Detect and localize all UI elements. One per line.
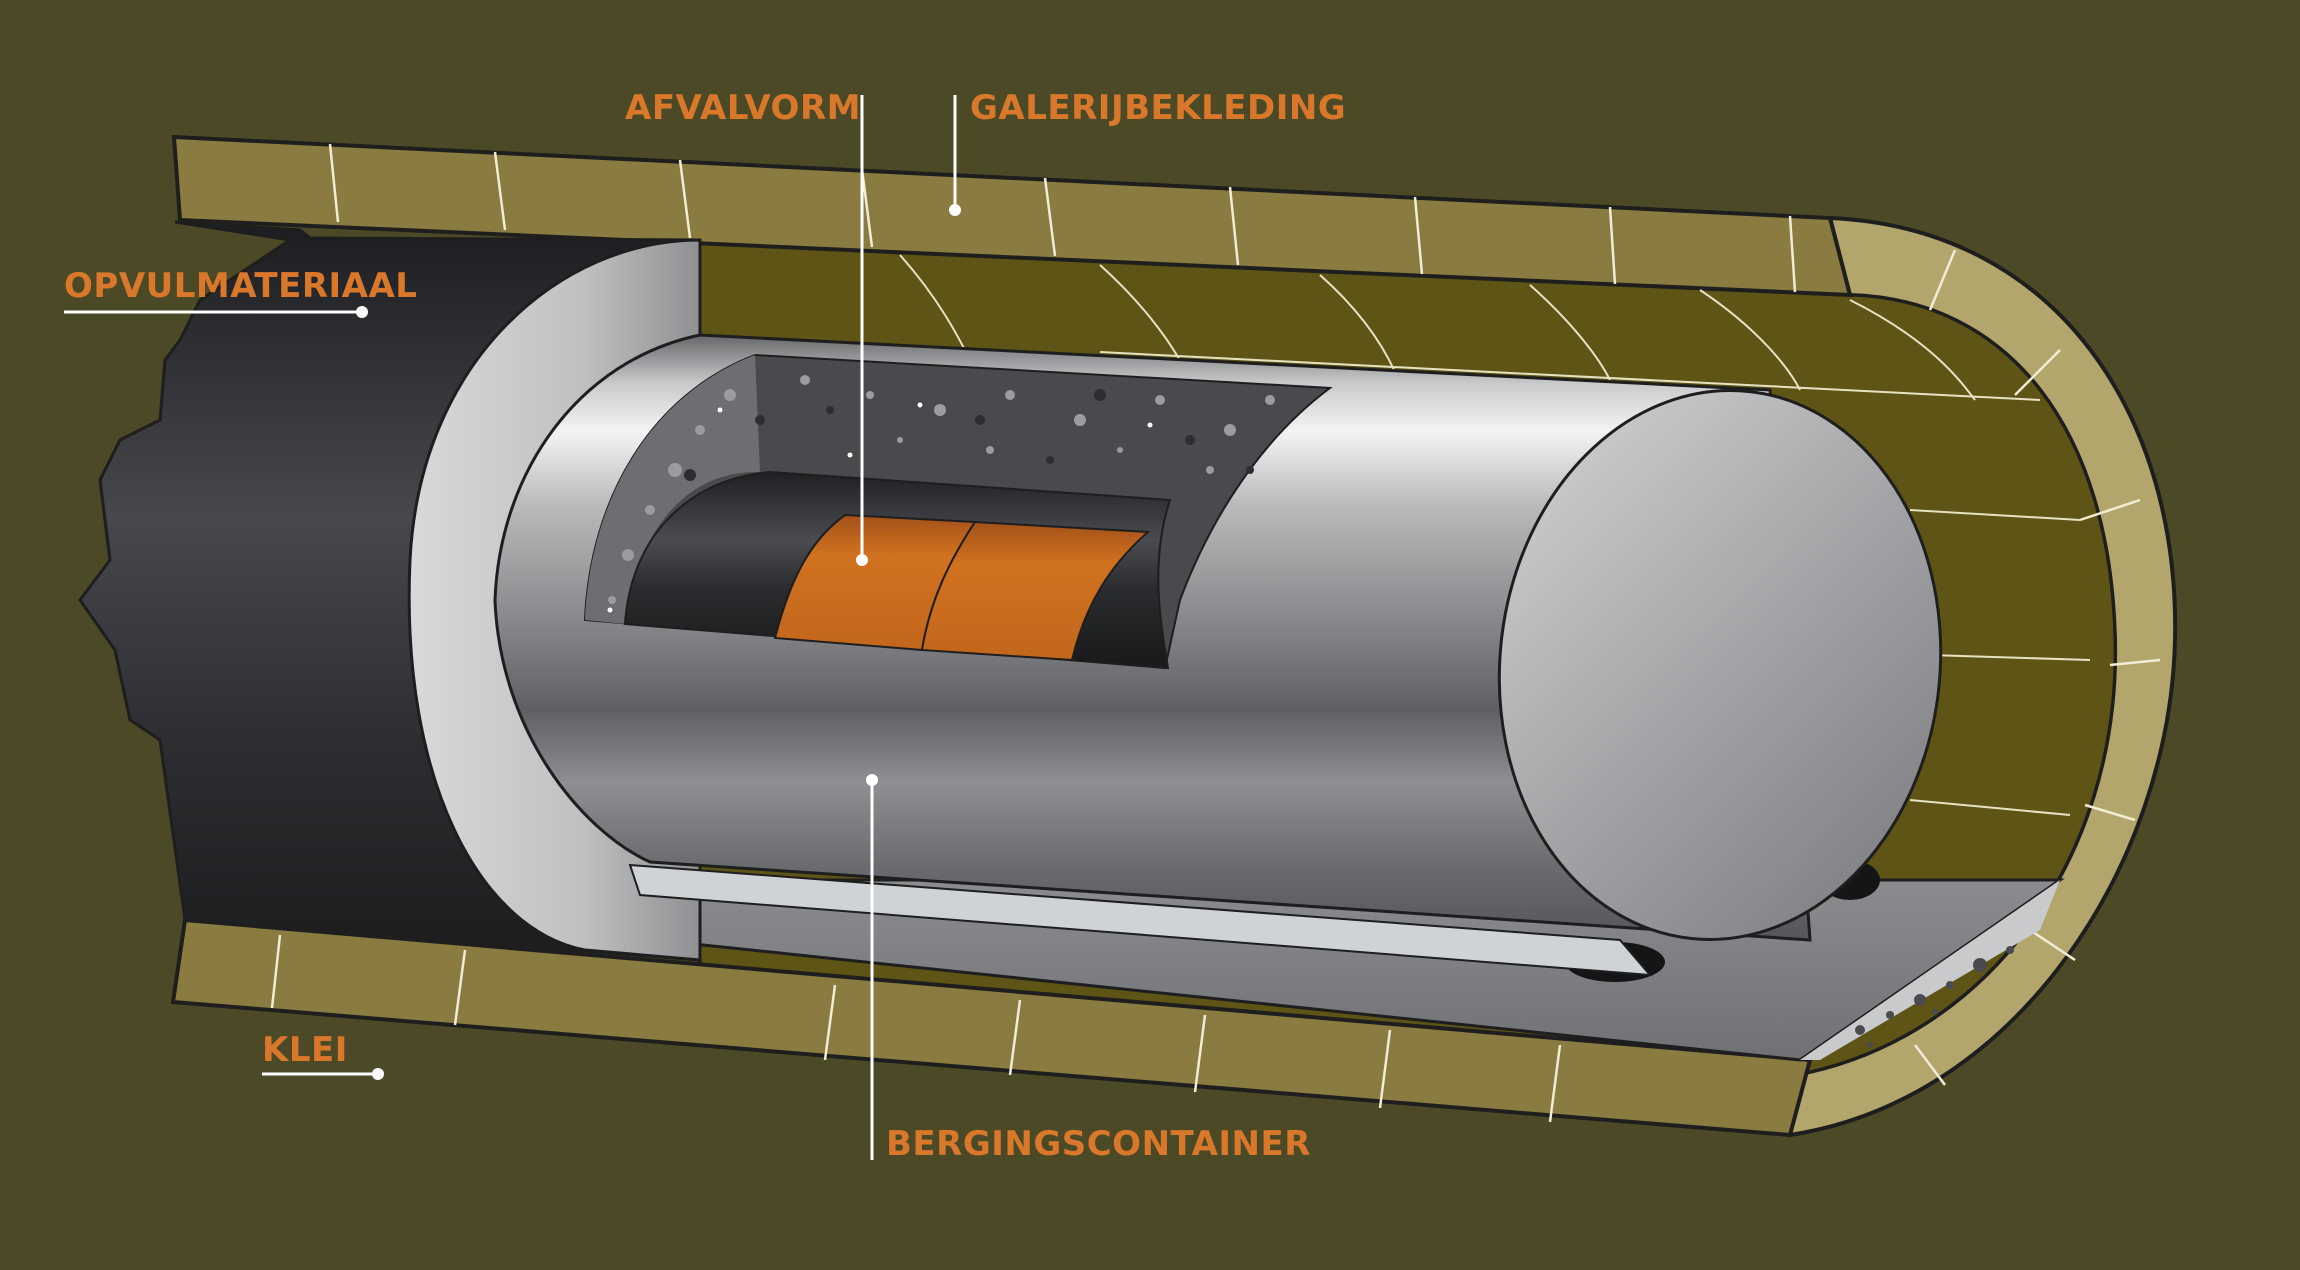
lining-bottom <box>170 917 1813 1138</box>
waste-form-right <box>920 520 1151 662</box>
label-galerijbekleding: GALERIJBEKLEDING <box>970 88 1347 128</box>
label-opvulmateriaal: OPVULMATERIAAL <box>64 266 418 306</box>
label-klei: KLEI <box>262 1030 348 1070</box>
support-rail <box>628 863 1653 977</box>
leader-dots <box>356 204 961 1080</box>
lining-top <box>171 134 1853 298</box>
floor-cut-face <box>1800 880 2060 1060</box>
floor-gravel <box>1855 946 2014 1048</box>
lining-joints <box>270 143 2161 1123</box>
label-afvalvorm: AFVALVORM <box>625 88 861 128</box>
leader-lines <box>64 95 957 1160</box>
shell-gravel <box>608 375 1275 604</box>
tunnel-interior-joints <box>899 254 2091 816</box>
label-bergingscontainer: BERGINGSCONTAINER <box>886 1124 1311 1164</box>
container-end-cap <box>1497 389 1943 941</box>
